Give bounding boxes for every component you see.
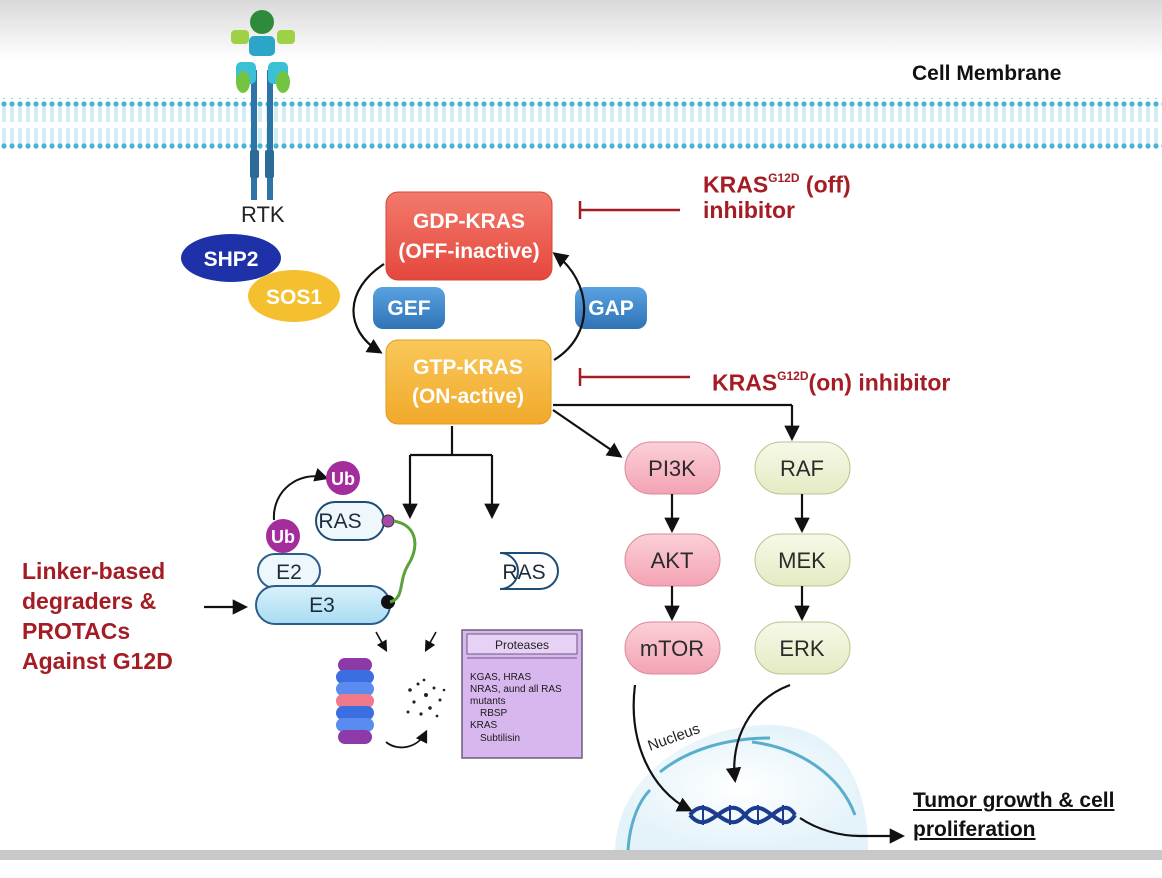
gef-activation-arrow: [352, 263, 385, 354]
degrader-line: degraders &: [22, 588, 157, 614]
ligand-icon: [250, 10, 274, 34]
mek-label: MEK: [778, 548, 826, 573]
erk-to-nucleus-arrow: [725, 683, 791, 784]
protease-line: Subtilisin: [480, 733, 520, 744]
sos1-node: [248, 270, 340, 322]
degrader-line: Against G12D: [22, 648, 173, 674]
off-inhibitor-label: KRASG12D (off): [703, 166, 851, 199]
on-inhibitor-suffix: (on) inhibitor: [808, 369, 951, 396]
cell-membrane: [0, 98, 1162, 150]
mtor-node: [624, 621, 721, 675]
on-inhibitor-prefix: KRAS: [712, 369, 778, 396]
gtp-kras-state: (ON-active): [412, 385, 524, 408]
pi3k-label: PI3K: [648, 456, 696, 481]
degradation-arrow: [385, 729, 428, 749]
gdp-kras-box: [385, 191, 553, 281]
ub-label-2: Ub: [271, 527, 295, 547]
cell-membrane-label: Cell Membrane: [912, 62, 1062, 85]
mtor-label: mTOR: [640, 636, 704, 661]
protease-line: RBSP: [480, 708, 508, 719]
nuclear-envelope-left: [626, 788, 652, 851]
e3-binder-dot: [381, 595, 395, 609]
ub-label-1: Ub: [331, 469, 355, 489]
erk-label: ERK: [779, 636, 825, 661]
peptide-fragments: [406, 678, 446, 718]
degrader-line: PROTACs: [22, 618, 131, 644]
gdp-kras-state: (OFF-inactive): [398, 240, 539, 263]
gtp-kras-box: [385, 339, 552, 425]
sos1-label: SOS1: [266, 286, 322, 309]
gap-inactivation-arrow: [552, 252, 586, 361]
bottom-bar: [0, 850, 1162, 860]
outcome-line-2: proliferation: [913, 818, 1036, 841]
protease-line: mutants: [470, 696, 506, 707]
warhead-dot: [381, 514, 395, 528]
dna-icon: [688, 805, 797, 825]
gdp-kras-label: GDP-KRAS: [413, 210, 525, 233]
e2-label: E2: [276, 561, 302, 584]
ubiquitin-on-e2: [266, 519, 300, 553]
erk-node: [754, 621, 851, 675]
gef-label: GEF: [387, 297, 430, 320]
outcome-label: Tumor growth & cell proliferation: [913, 786, 1114, 844]
e3-label: E3: [309, 594, 335, 617]
proteases-header: [466, 633, 578, 655]
degrader-line: Linker-based: [22, 558, 166, 584]
akt-label: AKT: [651, 548, 694, 573]
degrader-label: Linker-based degraders & PROTACs Against…: [22, 556, 173, 676]
free-ras-label: RAS: [502, 561, 545, 584]
rtk-receptor: [231, 10, 295, 200]
nuclear-envelope-right: [751, 740, 857, 816]
proteases-title: Proteases: [495, 638, 549, 652]
to-proteasome-arrow-right: [424, 631, 437, 652]
off-inhibitor-suffix: (off): [799, 171, 851, 198]
nucleus: [615, 725, 868, 850]
protease-line: KRAS: [470, 720, 498, 731]
ubiquitin-transferred: [326, 461, 360, 495]
dna-to-outcome-arrow: [799, 817, 906, 844]
nuclear-envelope-upper: [659, 736, 771, 774]
shp2-node: [181, 234, 281, 282]
top-shade: [0, 0, 1162, 60]
shp2-label: SHP2: [204, 248, 259, 271]
protease-line: KGAS, HRAS: [470, 672, 531, 683]
on-inhibitor-mutation: G12D: [777, 369, 809, 383]
raf-label: RAF: [780, 456, 824, 481]
to-proteasome-arrow-left: [375, 631, 388, 652]
rtk-label: RTK: [241, 202, 285, 227]
gef-node: [373, 287, 445, 329]
pi3k-branch-arrow: [552, 409, 623, 458]
off-inhibitor-mutation: G12D: [768, 171, 800, 185]
on-inhibitor-label: KRASG12D(on) inhibitor: [712, 364, 950, 397]
protac-linker: [389, 519, 417, 604]
free-ras: [499, 552, 559, 590]
mtor-to-nucleus-arrow: [632, 684, 693, 812]
off-inhibitor-tbar: [578, 201, 680, 219]
off-inhibitor-prefix: KRAS: [703, 171, 769, 198]
protease-line: NRAS, aund all RAS: [470, 684, 562, 695]
gap-node: [575, 287, 647, 329]
off-inhibitor-label-line2: inhibitor: [703, 197, 795, 223]
gap-label: GAP: [588, 297, 634, 320]
outcome-line-1: Tumor growth & cell: [913, 789, 1115, 812]
ras-target-label: RAS: [318, 510, 361, 533]
on-inhibitor-tbar: [578, 368, 690, 386]
gtp-kras-label: GTP-KRAS: [413, 356, 523, 379]
proteasome-icon: [336, 658, 374, 744]
ubiquitin-transfer-arrow: [272, 468, 329, 521]
